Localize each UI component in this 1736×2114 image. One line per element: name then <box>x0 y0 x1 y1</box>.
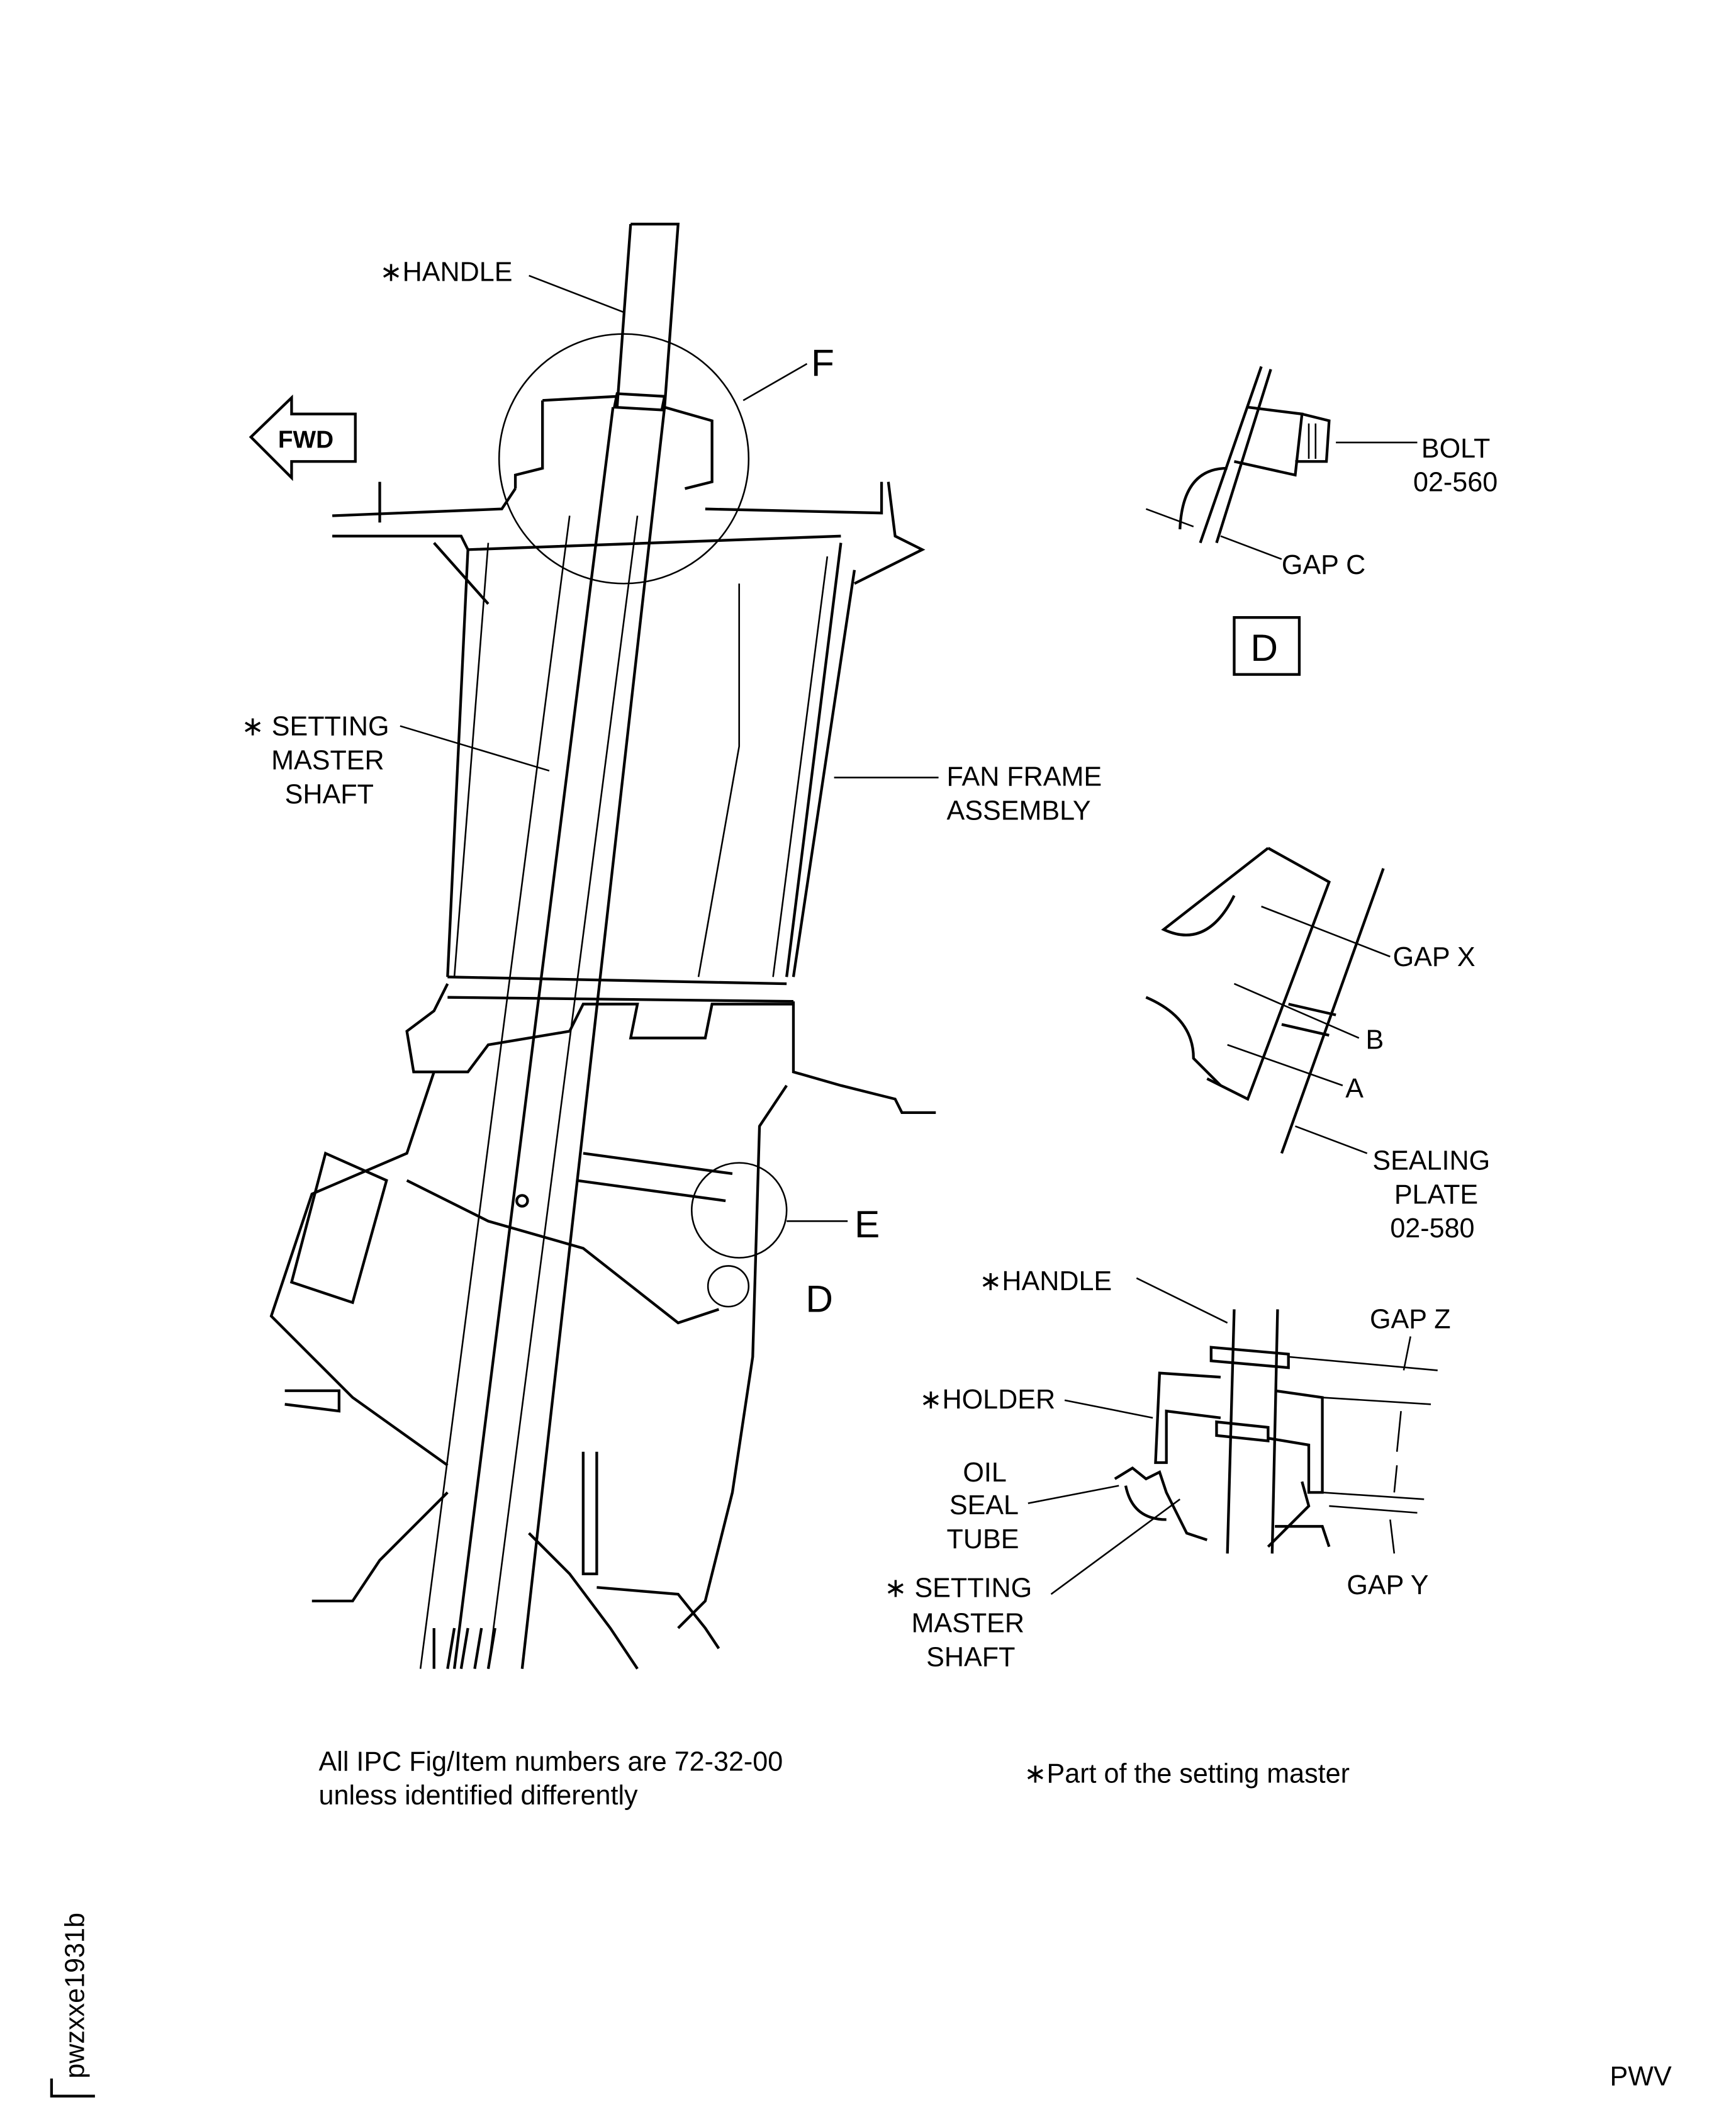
sealing-plate-label-2: PLATE <box>1394 1179 1478 1210</box>
detail-e-view: GAP X B A SEALING PLATE 02-580 <box>1145 846 1490 1244</box>
fan-frame-assembly-label-2: ASSEMBLY <box>947 796 1091 826</box>
gap-z-label: GAP Z <box>1370 1305 1451 1335</box>
handle-label: ∗HANDLE <box>380 257 513 288</box>
detail-f-circle <box>498 333 750 585</box>
holder-label: ∗HOLDER <box>919 1385 1055 1415</box>
gap-y-label: GAP Y <box>1347 1570 1428 1600</box>
detail-e-label: E <box>854 1203 880 1245</box>
detail-d-circle <box>707 1265 750 1308</box>
bolt-label-1: BOLT <box>1421 434 1490 464</box>
setting-master-shaft-label-3: SHAFT <box>285 779 374 809</box>
fwd-label: FWD <box>278 427 333 454</box>
sealing-plate-label-1: SEALING <box>1372 1145 1490 1176</box>
setting-master-shaft-label-2: MASTER <box>271 746 384 776</box>
sealing-plate-label-3: 02-580 <box>1390 1213 1474 1244</box>
f-setting-master-shaft-label-2: MASTER <box>911 1608 1024 1638</box>
detail-e-circle <box>690 1162 788 1259</box>
bolt-label-2: 02-560 <box>1413 468 1498 498</box>
main-assembly-drawing <box>269 222 936 1670</box>
ipc-note-line-2: unless identified differently <box>319 1780 639 1811</box>
ipc-note-line-1: All IPC Fig/Item numbers are 72-32-00 <box>319 1746 783 1777</box>
fwd-arrow: FWD <box>249 394 357 481</box>
detail-d-view: BOLT 02-560 GAP C D <box>1145 366 1498 676</box>
f-setting-master-shaft-label-3: SHAFT <box>926 1642 1015 1672</box>
gap-c-label: GAP C <box>1282 550 1365 580</box>
detail-d-title: D <box>1250 626 1278 669</box>
setting-master-note: ∗Part of the setting master <box>1024 1759 1350 1789</box>
oil-seal-tube-label-3: TUBE <box>947 1524 1019 1555</box>
setting-master-shaft-label-1: ∗ SETTING <box>242 712 389 742</box>
detail-f-view: ∗HANDLE GAP Z ∗HOLDER OIL SEAL TUBE ∗ SE… <box>884 1266 1450 1672</box>
fan-frame-assembly-label-1: FAN FRAME <box>947 762 1102 792</box>
oil-seal-tube-label-1: OIL <box>963 1458 1006 1488</box>
b-label: B <box>1366 1025 1384 1055</box>
f-handle-label: ∗HANDLE <box>979 1266 1112 1296</box>
f-setting-master-shaft-label-1: ∗ SETTING <box>884 1573 1032 1603</box>
oil-seal-tube-label-2: SEAL <box>949 1490 1019 1521</box>
a-label: A <box>1345 1074 1364 1104</box>
corner-code: PWV <box>1610 2061 1672 2091</box>
detail-d-label: D <box>805 1278 833 1320</box>
gap-x-label: GAP X <box>1393 942 1476 972</box>
figure-id: pwzxxe1931b <box>60 1913 91 2079</box>
detail-f-label: F <box>811 341 834 384</box>
